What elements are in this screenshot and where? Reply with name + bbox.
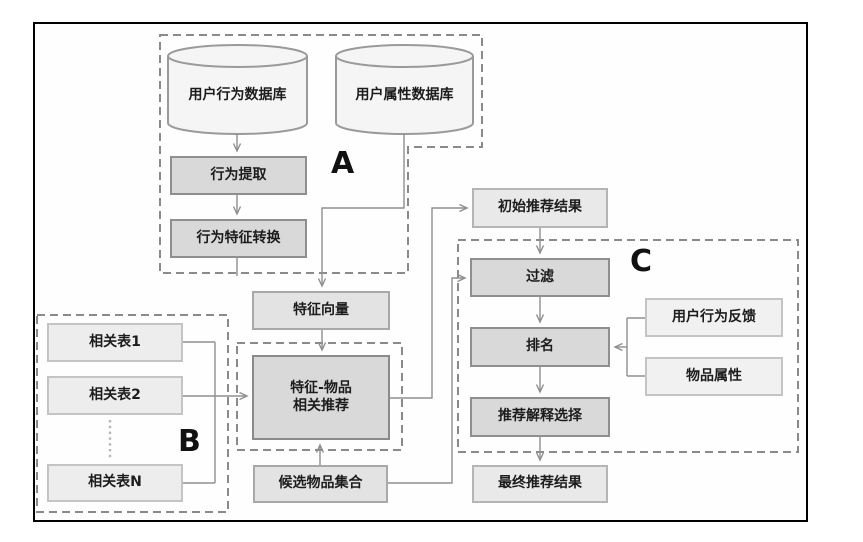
node-candidate-set: 候选物品集合 bbox=[253, 465, 388, 503]
node-related-table-n: 相关表N bbox=[47, 464, 183, 502]
node-final-result: 最终推荐结果 bbox=[472, 465, 608, 503]
section-c-outline bbox=[457, 239, 799, 453]
section-b-label: B bbox=[178, 424, 201, 459]
node-feature-vector: 特征向量 bbox=[252, 291, 390, 330]
node-related-table-2: 相关表2 bbox=[47, 376, 183, 415]
section-a-outline bbox=[159, 34, 483, 274]
node-related-table-1: 相关表1 bbox=[47, 323, 183, 362]
user-attr-db-label: 用户属性数据库 bbox=[355, 87, 454, 103]
node-behavior-feature-convert: 行为特征转换 bbox=[170, 219, 307, 258]
section-c-label: C bbox=[630, 244, 653, 279]
node-item-attributes: 物品属性 bbox=[645, 357, 783, 396]
node-initial-result: 初始推荐结果 bbox=[472, 188, 608, 228]
node-user-feedback: 用户行为反馈 bbox=[645, 298, 783, 337]
node-filter: 过滤 bbox=[470, 258, 610, 297]
section-b-outline bbox=[36, 314, 229, 513]
section-a-label: A bbox=[331, 146, 355, 181]
database-cylinder-user-attr bbox=[335, 44, 474, 135]
user-behavior-db-label: 用户行为数据库 bbox=[188, 87, 287, 103]
node-explanation-select: 推荐解释选择 bbox=[470, 397, 610, 437]
connectors bbox=[183, 134, 645, 484]
node-behavior-extract: 行为提取 bbox=[170, 156, 307, 195]
database-cylinder-user-behavior bbox=[167, 44, 308, 135]
node-feature-item-recommend: 特征-物品 相关推荐 bbox=[252, 355, 390, 440]
node-ranking: 排名 bbox=[470, 327, 610, 367]
